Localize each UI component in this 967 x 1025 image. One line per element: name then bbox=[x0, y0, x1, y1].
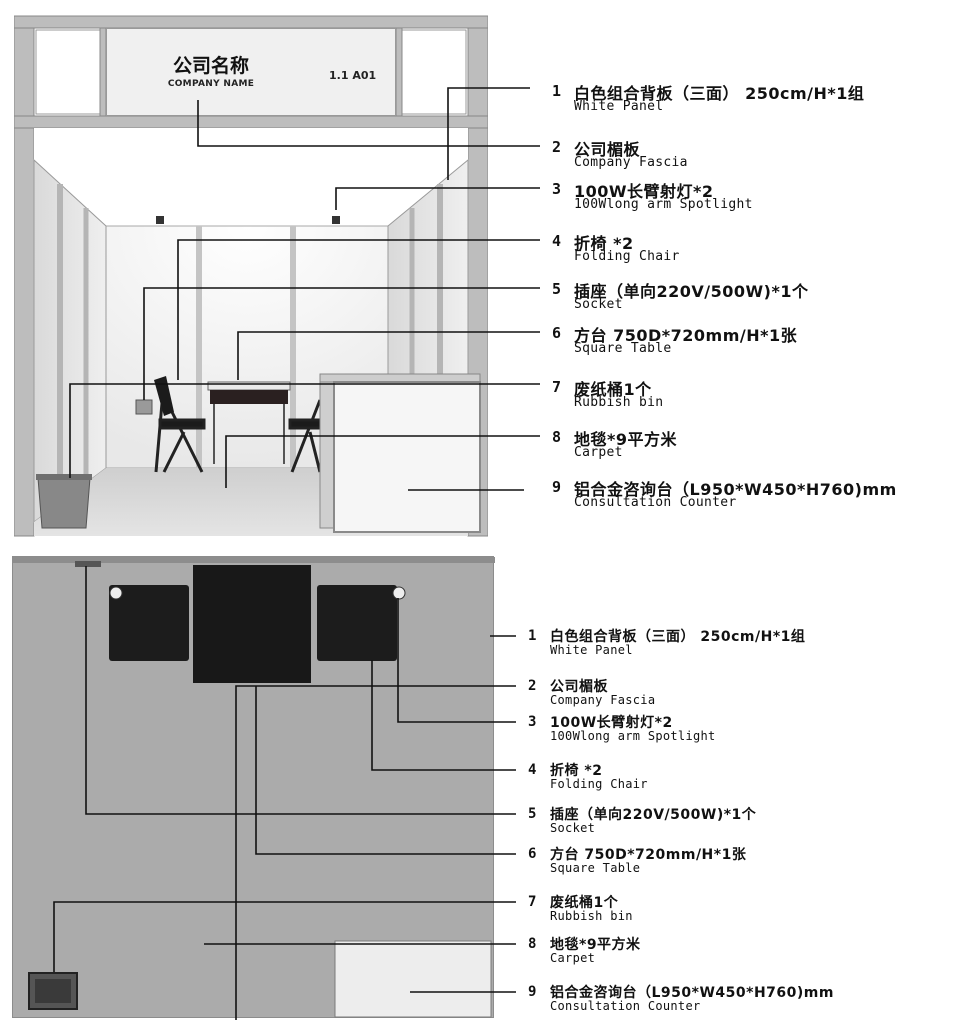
company-fascia-board: 公司名称 COMPANY NAME 1.1 A01 bbox=[106, 28, 396, 116]
legend-label-en: Rubbish bin bbox=[550, 909, 633, 923]
legend-index: 4 bbox=[528, 762, 537, 778]
spotlight-right bbox=[332, 216, 340, 224]
legend-label-en: Carpet bbox=[574, 445, 623, 460]
plan-socket bbox=[75, 561, 101, 567]
legend-label-en: Socket bbox=[574, 297, 623, 312]
plan-rubbish-bin-inner bbox=[35, 979, 71, 1003]
legend-label-cn: 铝合金咨询台（L950*W450*H760)mm bbox=[574, 480, 897, 499]
plan-folding-chair-right bbox=[317, 585, 397, 661]
consultation-counter-front bbox=[333, 381, 481, 533]
consultation-counter-top bbox=[319, 373, 481, 383]
legend-index: 5 bbox=[528, 806, 537, 822]
plan-spotlight-left bbox=[109, 586, 123, 600]
legend-label-cn: 折椅 *2 bbox=[574, 234, 634, 253]
legend-label-cn: 废纸桶1个 bbox=[550, 895, 619, 911]
rubbish-bin-rim bbox=[36, 474, 92, 480]
legend-index: 3 bbox=[528, 714, 537, 730]
fascia-booth-number: 1.1 A01 bbox=[329, 69, 377, 82]
legend-index: 1 bbox=[528, 628, 537, 644]
legend-index: 7 bbox=[528, 894, 537, 910]
back-wall-post-1 bbox=[196, 226, 202, 468]
plan-consultation-counter bbox=[334, 940, 492, 1018]
booth-perspective-view: 公司名称 COMPANY NAME 1.1 A01 bbox=[14, 12, 488, 538]
socket bbox=[135, 399, 153, 415]
legend-index: 9 bbox=[552, 478, 562, 496]
fascia-company-name-cn: 公司名称 bbox=[172, 55, 249, 77]
fascia-side-right bbox=[401, 29, 467, 115]
legend-label-en: Consultation Counter bbox=[574, 495, 737, 510]
legend-index: 7 bbox=[552, 378, 562, 396]
legend-label-cn: 公司楣板 bbox=[550, 679, 608, 695]
plan-top-wall bbox=[13, 557, 495, 563]
legend-label-en: 100Wlong arm Spotlight bbox=[574, 197, 753, 212]
square-table-top bbox=[207, 381, 291, 391]
legend-label-cn: 方台 750D*720mm/H*1张 bbox=[550, 847, 747, 863]
legend-label-cn: 100W长臂射灯*2 bbox=[574, 182, 714, 201]
legend-label-cn: 插座（单向220V/500W)*1个 bbox=[574, 282, 809, 301]
back-wall-post-2 bbox=[290, 226, 296, 468]
legend-label-en: Square Table bbox=[550, 861, 641, 875]
legend-label-cn: 铝合金咨询台（L950*W450*H760)mm bbox=[550, 985, 834, 1001]
booth-plan-drawing bbox=[13, 557, 495, 1018]
legend-label-en: Socket bbox=[550, 821, 596, 835]
legend-label-en: White Panel bbox=[550, 643, 633, 657]
legend-index: 4 bbox=[552, 232, 562, 250]
legend-index: 6 bbox=[528, 846, 537, 862]
booth-plan-view bbox=[12, 556, 495, 1018]
legend-index: 2 bbox=[528, 678, 537, 694]
legend-label-en: Rubbish bin bbox=[574, 395, 664, 410]
legend-index: 2 bbox=[552, 138, 562, 156]
legend-label-en: White Panel bbox=[574, 99, 664, 114]
ceiling-area bbox=[34, 128, 468, 228]
plan-square-table bbox=[193, 565, 311, 683]
legend-index: 8 bbox=[552, 428, 562, 446]
plan-spotlight-right bbox=[392, 586, 406, 600]
legend-label-cn: 折椅 *2 bbox=[550, 763, 603, 779]
legend-index: 8 bbox=[528, 936, 537, 952]
legend-index: 6 bbox=[552, 324, 562, 342]
legend-label-en: Company Fascia bbox=[550, 693, 656, 707]
square-table-front bbox=[210, 390, 288, 404]
rubbish-bin bbox=[37, 477, 91, 529]
legend-label-en: Square Table bbox=[574, 341, 672, 356]
legend-label-en: Carpet bbox=[550, 951, 596, 965]
frame-left-post bbox=[14, 15, 35, 537]
legend-index: 3 bbox=[552, 180, 562, 198]
frame-fascia-beam bbox=[14, 115, 488, 129]
consultation-counter-side bbox=[319, 377, 335, 529]
legend-label-cn: 地毯*9平方米 bbox=[574, 430, 678, 449]
legend-label-en: Folding Chair bbox=[550, 777, 648, 791]
legend-label-cn: 100W长臂射灯*2 bbox=[550, 715, 673, 731]
legend-index: 9 bbox=[528, 984, 537, 1000]
legend-label-cn: 白色组合背板（三面） 250cm/H*1组 bbox=[550, 629, 806, 645]
legend-label-cn: 方台 750D*720mm/H*1张 bbox=[574, 326, 798, 345]
legend-label-cn: 插座（单向220V/500W)*1个 bbox=[550, 807, 757, 823]
legend-index: 5 bbox=[552, 280, 562, 298]
legend-label-cn: 地毯*9平方米 bbox=[550, 937, 641, 953]
legend-label-cn: 白色组合背板（三面） 250cm/H*1组 bbox=[574, 84, 865, 103]
legend-index: 1 bbox=[552, 82, 562, 100]
legend-label-cn: 公司楣板 bbox=[574, 140, 641, 159]
fascia-company-name-en: COMPANY NAME bbox=[167, 79, 255, 89]
legend-label-en: Consultation Counter bbox=[550, 999, 701, 1013]
frame-top-beam bbox=[14, 15, 488, 29]
legend-label-en: Company Fascia bbox=[574, 155, 688, 170]
spotlight-left bbox=[156, 216, 164, 224]
legend-label-en: Folding Chair bbox=[574, 249, 680, 264]
legend-label-cn: 废纸桶1个 bbox=[574, 380, 652, 399]
legend-label-en: 100Wlong arm Spotlight bbox=[550, 729, 716, 743]
fascia-divider-right bbox=[395, 27, 403, 117]
